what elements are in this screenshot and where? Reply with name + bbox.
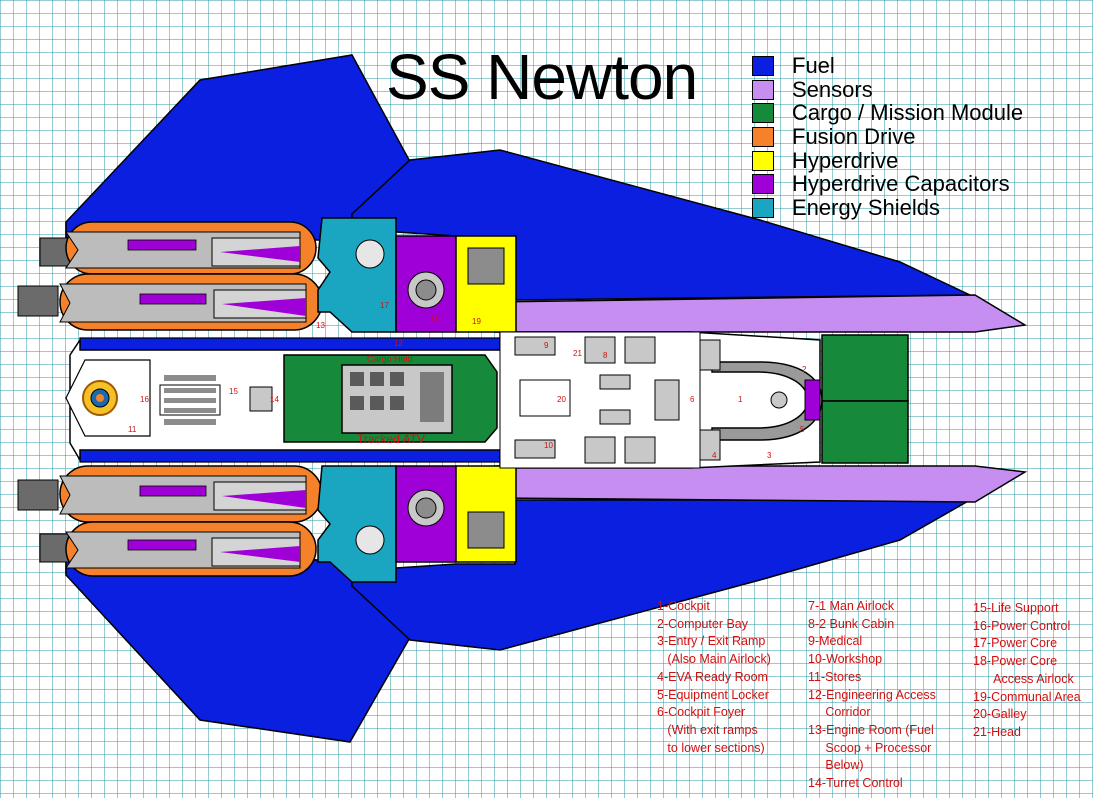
room-key-line: 12-Engineering Access [808,687,936,702]
room-key-line: 5-Equipment Locker [657,687,769,702]
legend-label: Energy Shields [792,194,940,220]
turret-control [249,386,273,412]
room-key-line: 8-2 Bunk Cabin [808,616,895,631]
room-number: 3 [767,451,772,460]
engine-lower-2 [39,521,317,577]
room-number: 14 [270,395,279,404]
shield-emitter-icon [355,239,385,269]
room-number: 2 [802,365,807,374]
room-key-line: 2-Computer Bay [657,616,749,631]
legend-item: Fuel [752,52,1023,78]
room-key-line: 13-Engine Room (Fuel [808,722,934,737]
room-number: 9 [544,341,549,350]
room-key-line: 19-Communal Area [973,689,1081,704]
room-number: 13 [316,321,325,330]
room-number: 1 [738,395,743,404]
room-number: 19 [472,317,481,326]
room-key-line: 10-Workshop [808,652,883,667]
legend-label: Hyperdrive [792,147,899,173]
room-key-line: 15-Life Support [973,601,1059,615]
tracked-atv-label: Tracked ATV [357,432,425,446]
legend-swatch [752,197,774,218]
computer-bay [804,379,821,421]
room-key-line: Corridor [808,705,871,720]
engine-upper-1 [39,221,317,275]
forward-cargo-bay-lower [821,400,909,464]
room-number: 18 [430,315,439,324]
legend-label: Hyperdrive Capacitors [792,171,1010,197]
cargo-hold-label: Cargo Hold [367,354,413,364]
legend-swatch [752,150,774,171]
room-key-line: 1-Cockpit [657,599,710,613]
legend-label: Sensors [792,76,873,102]
forward-cargo-bay-upper [821,334,909,402]
engine-upper-2 [17,273,323,331]
room-key-line: 11-Stores [808,669,862,684]
galley [519,379,571,417]
room-key-line: 17-Power Core [973,636,1058,651]
legend-label: Fuel [792,52,835,78]
room-key-line: 4-EVA Ready Room [657,669,768,684]
room-key-line: Access Airlock [973,671,1074,686]
room-key-line: Below) [808,758,864,773]
room-key-line: 6-Cockpit Foyer [657,705,746,720]
room-key-line: 18-Power Core [973,654,1058,669]
room-key-line: 20-Galley [973,707,1027,722]
room-number: 20 [557,395,566,404]
room-number: 15 [229,387,238,396]
lower-sensor-strip [494,465,1028,503]
room-number: 21 [573,349,582,358]
room-key-line: to lower sections) [657,740,765,755]
room-key-line: 3-Entry / Exit Ramp [657,634,766,649]
room-number: 4 [712,451,717,460]
legend-item: Energy Shields [752,194,1023,220]
room-key-line: (Also Main Airlock) [657,652,771,667]
room-number: 8 [603,351,608,360]
legend-item: Fusion Drive [752,123,1023,149]
room-key-column-1: 1-Cockpit 2-Computer Bay 3-Entry / Exit Ra… [657,598,771,757]
legend-label: Cargo / Mission Module [792,100,1024,126]
engine-lower-1 [17,465,323,523]
room-key-line: 7-1 Man Airlock [808,599,895,613]
legend-swatch [752,174,774,195]
upper-wing-root [79,337,521,351]
room-key-column-3: 15-Life Support 16-Power Control 17-Power … [973,600,1081,742]
legend-label: Fusion Drive [792,123,916,149]
legend-item: Hyperdrive Capacitors [752,171,1023,197]
room-number: 6 [690,395,695,404]
legend-swatch [752,126,774,147]
upper-sensor-strip [494,294,1028,333]
room-key-line: 14-Turret Control [808,776,903,791]
shield-emitter-icon [355,525,385,555]
room-key-line: 21-Head [973,724,1021,739]
room-number: 17 [380,301,389,310]
room-number: 16 [140,395,149,404]
legend-item: Sensors [752,76,1023,102]
room-key-line: (With exit ramps [657,722,758,737]
page-title: SS Newton [386,41,698,113]
legend-item: Cargo / Mission Module [752,100,1024,126]
legend-item: Hyperdrive [752,147,1023,173]
room-key-line: 16-Power Control [973,618,1071,633]
room-number: 10 [544,441,553,450]
legend-swatch [752,103,774,124]
legend-swatch [752,55,774,76]
room-key-line: Scoop + Processor [808,740,932,755]
legend-swatch [752,79,774,100]
room-number: 11 [128,425,137,434]
room-key-line: 9-Medical [808,634,863,649]
room-key-column-2: 7-1 Man Airlock 8-2 Bunk Cabin 9-Medical 10… [808,598,936,793]
room-number: 12 [394,339,403,348]
room-number: 5 [800,425,805,434]
